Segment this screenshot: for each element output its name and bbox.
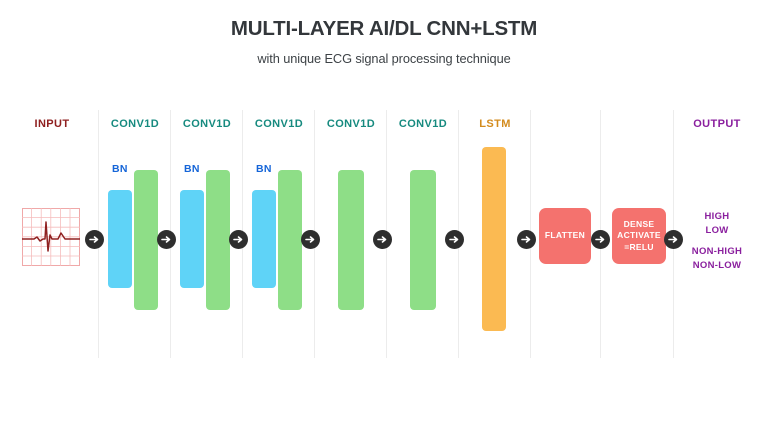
- bn-label-2: BN: [184, 163, 200, 175]
- dense-line-2: ACTIVATE: [617, 230, 661, 241]
- column-label-input: INPUT: [34, 118, 70, 130]
- dense-line-1: DENSE: [623, 218, 655, 229]
- output-class-non-high: NON-HIGH: [691, 246, 743, 257]
- arrow-right-circle-icon: [85, 230, 104, 249]
- dense-line-3: =RELU: [624, 241, 654, 252]
- output-classes-secondary: NON-HIGH NON-LOW: [676, 245, 758, 273]
- arrow-right-circle-icon: [445, 230, 464, 249]
- column-label-conv1d-3: CONV1D: [254, 118, 304, 130]
- flatten-block: FLATTEN: [539, 208, 591, 264]
- bn-bar-3: [252, 190, 276, 288]
- bn-bar-2: [180, 190, 204, 288]
- output-classes-primary: HIGH LOW: [676, 210, 758, 238]
- column-label-lstm: LSTM: [479, 118, 511, 130]
- column-label-conv1d-1: CONV1D: [110, 118, 160, 130]
- flatten-label: FLATTEN: [544, 230, 586, 241]
- conv-bar-1: [134, 170, 158, 310]
- output-class-non-low: NON-LOW: [692, 259, 742, 271]
- column-label-conv1d-4: CONV1D: [326, 118, 376, 130]
- conv-bar-5: [410, 170, 436, 310]
- column-label-conv1d-5: CONV1D: [398, 118, 448, 130]
- conv-bar-3: [278, 170, 302, 310]
- page-header: MULTI-LAYER AI/DL CNN+LSTM with unique E…: [0, 0, 768, 66]
- arrow-right-circle-icon: [157, 230, 176, 249]
- bn-bar-1: [108, 190, 132, 288]
- lstm-bar: [482, 147, 506, 331]
- arrow-right-circle-icon: [373, 230, 392, 249]
- output-class-low: LOW: [705, 224, 729, 236]
- arrow-right-circle-icon: [229, 230, 248, 249]
- column-label-output: OUTPUT: [693, 118, 741, 130]
- page-title: MULTI-LAYER AI/DL CNN+LSTM: [230, 17, 538, 40]
- arrow-right-circle-icon: [517, 230, 536, 249]
- arrow-right-circle-icon: [301, 230, 320, 249]
- dense-block: DENSE ACTIVATE =RELU: [612, 208, 666, 264]
- page-subtitle: with unique ECG signal processing techni…: [257, 51, 511, 66]
- conv-bar-4: [338, 170, 364, 310]
- output-class-high: HIGH: [704, 211, 730, 222]
- conv-bar-2: [206, 170, 230, 310]
- arrow-right-circle-icon: [664, 230, 683, 249]
- arrow-right-circle-icon: [591, 230, 610, 249]
- ecg-waveform-icon: [22, 208, 80, 266]
- bn-label-1: BN: [112, 163, 128, 175]
- column-label-conv1d-2: CONV1D: [182, 118, 232, 130]
- bn-label-3: BN: [256, 163, 272, 175]
